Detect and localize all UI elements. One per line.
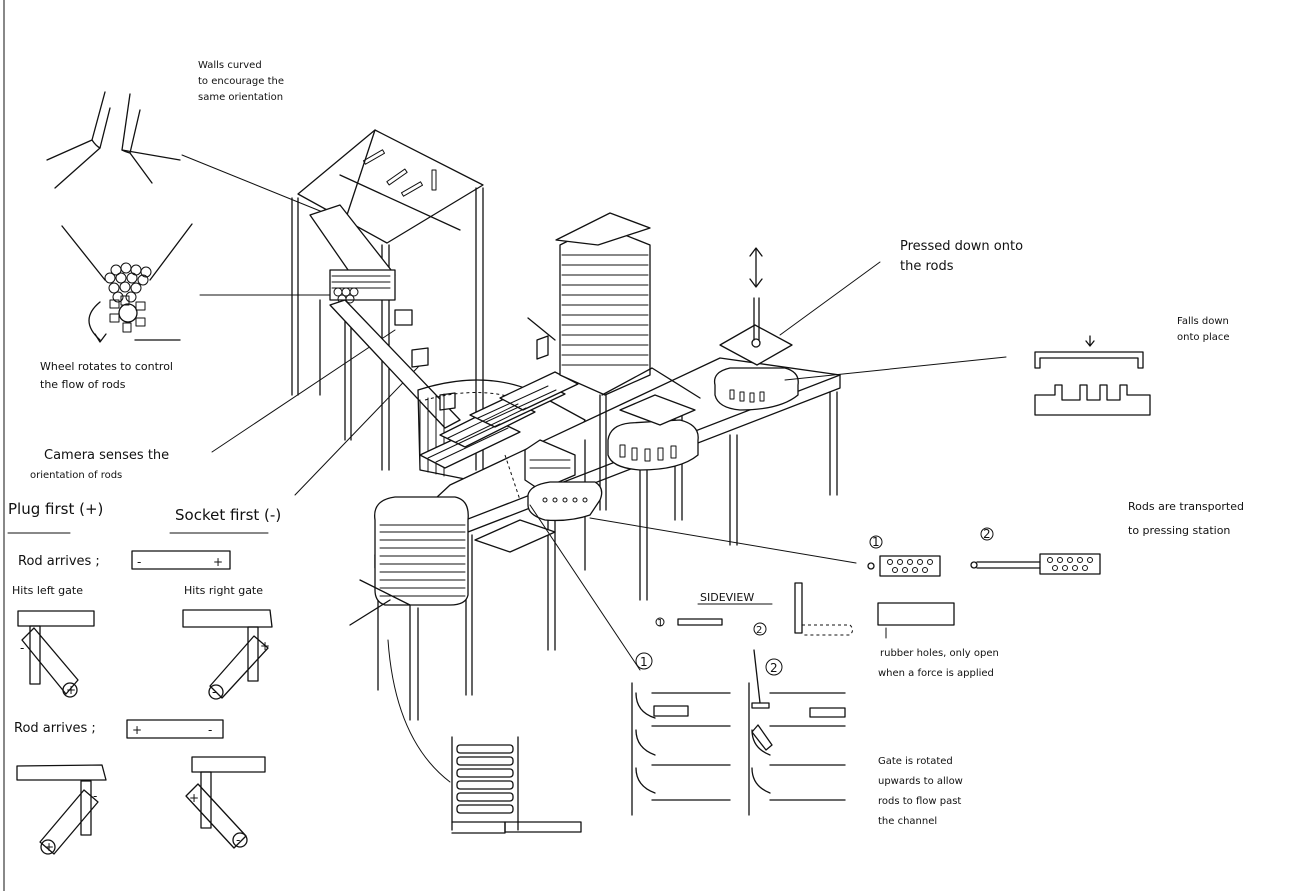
plug-first-heading: Plug first (+) <box>8 500 103 518</box>
leader-pressed <box>780 262 880 335</box>
pressed-note-line-1: Pressed down onto <box>900 239 1023 254</box>
rubber-holes-note: rubber holes, only open when a force is … <box>878 648 999 679</box>
rod-insertion-detail: 1 2 <box>868 527 1100 638</box>
sideview-step-1: 1 <box>657 618 663 629</box>
left-gate-plus: + <box>66 683 76 697</box>
right-gate-minus: - <box>212 685 216 699</box>
bottom-right-plus: + <box>189 791 199 805</box>
detail-step-2: 2 <box>983 527 991 541</box>
rods-note: Rods are transported to pressing station <box>1128 500 1244 537</box>
sideview-detail: SIDEVIEW 1 2 1 2 <box>632 583 853 815</box>
leader-walls <box>182 155 330 215</box>
pressed-note-line-2: the rods <box>900 259 954 274</box>
bottom-left-minus: - <box>93 789 97 803</box>
socket-first-heading: Socket first (-) <box>175 506 281 524</box>
rubber-note-line-1: rubber holes, only open <box>880 648 999 659</box>
gate-note-line-2: upwards to allow <box>878 776 963 787</box>
rods-note-line-1: Rods are transported <box>1128 500 1244 513</box>
rod-arrives-2: Rod arrives ; <box>14 721 96 736</box>
gate-note-line-4: the channel <box>878 816 937 827</box>
walls-curved-line-2: to encourage the <box>198 76 284 87</box>
gate-note-line-3: rods to flow past <box>878 796 961 807</box>
orientation-logic: Plug first (+) Socket first (-) Rod arri… <box>8 500 281 854</box>
pressed-note: Pressed down onto the rods <box>900 239 1023 274</box>
hits-left-gate: Hits left gate <box>12 584 83 597</box>
falls-note-line-1: Falls down <box>1177 316 1229 327</box>
leader-magazine <box>388 640 450 782</box>
falls-note-line-2: onto place <box>1177 332 1230 343</box>
right-gate-plus: + <box>260 639 270 653</box>
channel-step-2: 2 <box>770 661 778 675</box>
sideview-step-2: 2 <box>756 625 762 636</box>
walls-curved-note: Walls curved to encourage the same orien… <box>198 60 284 103</box>
rod-arrives-1: Rod arrives ; <box>18 554 100 569</box>
camera-note: Camera senses the orientation of rods <box>30 448 169 481</box>
falls-down-detail: Falls down onto place <box>1035 316 1230 415</box>
hopper-wheel-detail <box>62 224 192 342</box>
wheel-hub <box>119 304 137 322</box>
rod-1-right-symbol: + <box>213 555 223 569</box>
rod-2-right-symbol: - <box>208 723 212 737</box>
left-gate-minus: - <box>20 641 24 655</box>
wheel-note-line-1: Wheel rotates to control <box>40 360 173 373</box>
wheel-note-line-2: the flow of rods <box>40 378 126 391</box>
sideview-title: SIDEVIEW <box>700 591 754 604</box>
curved-walls-detail <box>47 92 180 188</box>
rubber-note-line-2: when a force is applied <box>878 668 994 679</box>
leader-falls <box>785 357 1006 380</box>
detail-step-1: 1 <box>872 535 880 549</box>
camera-note-line-1: Camera senses the <box>44 448 169 463</box>
magazine-detail <box>452 737 581 833</box>
bottom-right-minus: - <box>236 833 240 847</box>
gate-note-line-1: Gate is rotated <box>878 756 953 767</box>
housing-stack <box>560 225 650 395</box>
walls-curved-line-1: Walls curved <box>198 60 262 71</box>
walls-curved-line-3: same orientation <box>198 92 283 103</box>
gate-rotated-note: Gate is rotated upwards to allow rods to… <box>878 756 963 827</box>
wheel-note: Wheel rotates to control the flow of rod… <box>40 360 173 391</box>
camera-note-line-2: orientation of rods <box>30 470 122 481</box>
leader-camera <box>212 330 395 452</box>
channel-step-1: 1 <box>640 655 648 669</box>
rod-1-left-symbol: - <box>137 555 141 569</box>
bottom-left-plus: + <box>44 840 54 854</box>
leader-rods <box>590 518 856 563</box>
hits-right-gate: Hits right gate <box>184 584 263 597</box>
rods-note-line-2: to pressing station <box>1128 524 1230 537</box>
rod-2-left-symbol: + <box>132 723 142 737</box>
